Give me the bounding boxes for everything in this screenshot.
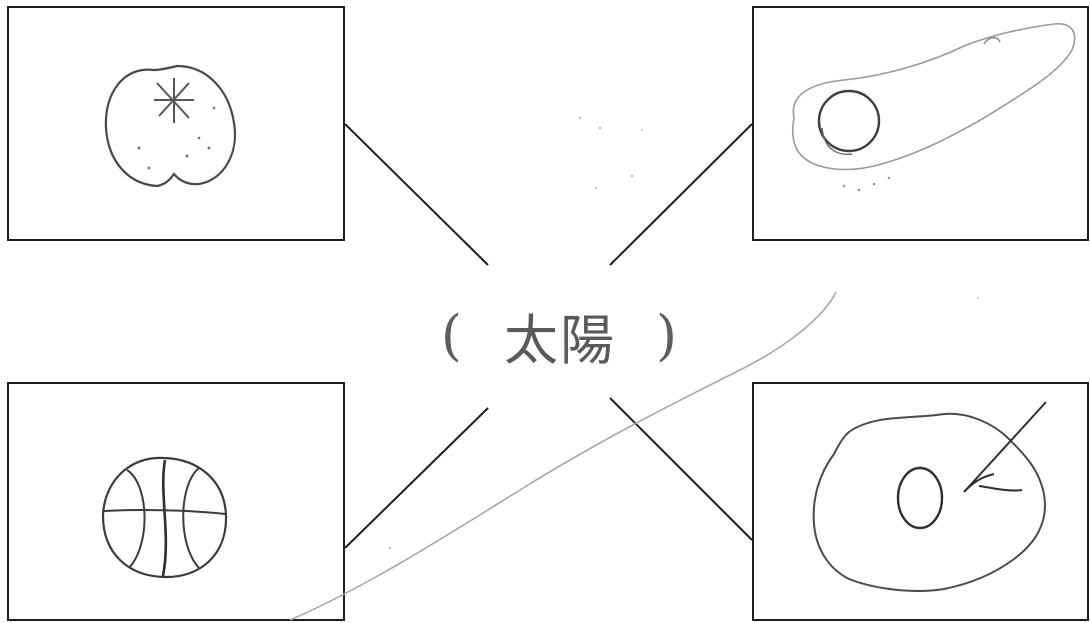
drawing-panel-top-right bbox=[752, 6, 1089, 241]
drawing-panel-bottom-right bbox=[752, 382, 1089, 621]
center-answer-label: ( 太陽 ) bbox=[425, 290, 695, 380]
drawing-panel-bottom-left bbox=[7, 382, 345, 621]
connector-bottom-right bbox=[609, 397, 753, 541]
fried-egg-icon bbox=[791, 23, 1076, 192]
connector-top-left bbox=[344, 123, 489, 266]
connector-top-right bbox=[609, 123, 753, 266]
connector-bottom-left bbox=[344, 407, 489, 549]
open-parenthesis: ( bbox=[440, 303, 464, 367]
basketball-icon bbox=[101, 456, 228, 579]
close-parenthesis: ) bbox=[656, 303, 680, 367]
egg-yolk-icon bbox=[812, 401, 1047, 592]
drawing-panel-top-left bbox=[7, 6, 345, 241]
orange-icon bbox=[104, 64, 237, 188]
answer-word: 太陽 bbox=[504, 308, 616, 372]
